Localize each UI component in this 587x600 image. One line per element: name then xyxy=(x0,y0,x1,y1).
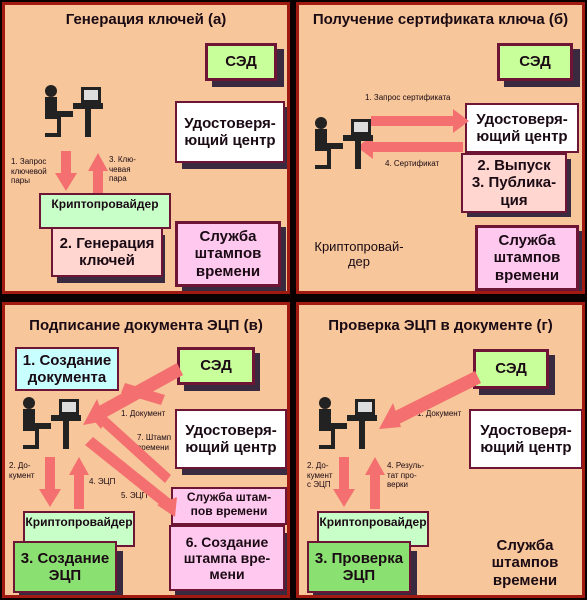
verify-signature-step: 3. Проверка ЭЦП xyxy=(307,541,411,593)
timestamp-service-box: Служба штампов времени xyxy=(491,537,559,589)
timestamp-label: 7. Штамп времени xyxy=(137,433,172,452)
request-arrow xyxy=(55,151,77,191)
user-workstation-icon xyxy=(45,85,103,137)
document-label: 1. Документ xyxy=(121,409,166,418)
user-workstation-icon xyxy=(23,397,81,449)
verification-result-label: 4. Резуль- тат про- верки xyxy=(387,461,425,490)
panel-c-graphics xyxy=(23,363,183,517)
timestamp-service-box: Служба штампов времени xyxy=(475,225,579,291)
panel-signature-verification: Проверка ЭЦП в документе (г) СЭД Удостов… xyxy=(296,302,585,598)
document-arrow xyxy=(379,371,481,429)
certification-center-box: Удостоверя- ющий центр xyxy=(469,409,582,469)
signed-document-label: 2. До- кумент с ЭЦП xyxy=(307,461,333,490)
panel-title: Получение сертификата ключа (б) xyxy=(312,11,569,28)
signature-label-4: 4. ЭЦП xyxy=(89,477,116,486)
certificate-request-arrow xyxy=(371,109,469,133)
create-signature-step: 3. Создание ЭЦП xyxy=(13,541,117,593)
signed-document-down-arrow xyxy=(333,457,355,507)
document-to-crypto-label: 2. До- кумент xyxy=(9,461,35,480)
request-keypair-label: 1. Запрос ключевой пары xyxy=(11,157,47,186)
sed-box: СЭД xyxy=(497,43,573,81)
panel-document-signing: Подписание документа ЭЦП (в) 1. Создание… xyxy=(2,302,290,598)
crypto-provider-box: Криптопровай- дер xyxy=(314,239,404,269)
document-flow-arrow xyxy=(121,383,165,405)
user-workstation-icon xyxy=(319,397,377,449)
panel-b-graphics xyxy=(315,109,469,169)
panel-title: Генерация ключей (а) xyxy=(65,11,227,28)
timestamp-service-box: Служба штампов времени xyxy=(175,221,281,287)
certificate-request-label: 1. Запрос сертификата xyxy=(365,93,451,102)
panel-d-graphics xyxy=(319,371,481,509)
document-down-arrow xyxy=(39,457,61,507)
signature-label-5: 5. ЭЦП xyxy=(121,491,148,500)
create-timestamp-step: 6. Создание штампа вре- мени xyxy=(169,525,285,591)
certificate-label: 4. Сертификат xyxy=(385,159,440,168)
sed-box: СЭД xyxy=(177,347,255,385)
document-label: 1. Документ xyxy=(417,409,462,418)
panel-certificate-request: Получение сертификата ключа (б) СЭД Удос… xyxy=(296,2,585,294)
keypair-label: 3. Клю- чевая пара xyxy=(109,155,136,184)
panel-title: Проверка ЭЦП в документе (г) xyxy=(328,317,553,334)
certification-center-box: Удостоверя- ющий центр xyxy=(175,409,287,469)
result-up-arrow xyxy=(365,457,385,509)
certification-center-box: Удостоверя- ющий центр xyxy=(465,103,579,153)
panel-title: Подписание документа ЭЦП (в) xyxy=(29,317,263,334)
signature-to-timestamp-arrow xyxy=(85,437,177,517)
panel-a-graphics xyxy=(45,85,108,193)
timestamp-service-box: Служба штам- пов времени xyxy=(171,487,287,525)
signature-up-arrow xyxy=(69,457,89,509)
keypair-arrow xyxy=(88,153,108,193)
sed-box: СЭД xyxy=(205,43,277,81)
issue-publish-step: 2. Выпуск 3. Публика- ция xyxy=(461,153,567,213)
panel-key-generation: Генерация ключей (а) СЭД Удостоверя- ющи… xyxy=(2,2,290,294)
timestamp-to-user-arrow xyxy=(91,413,171,483)
user-workstation-icon xyxy=(315,117,373,169)
certification-center-box: Удостоверя- ющий центр xyxy=(175,101,285,163)
key-generation-step: 2. Генерация ключей xyxy=(51,227,163,277)
create-document-step: 1. Создание документа xyxy=(15,347,119,391)
sed-box: СЭД xyxy=(473,349,549,389)
